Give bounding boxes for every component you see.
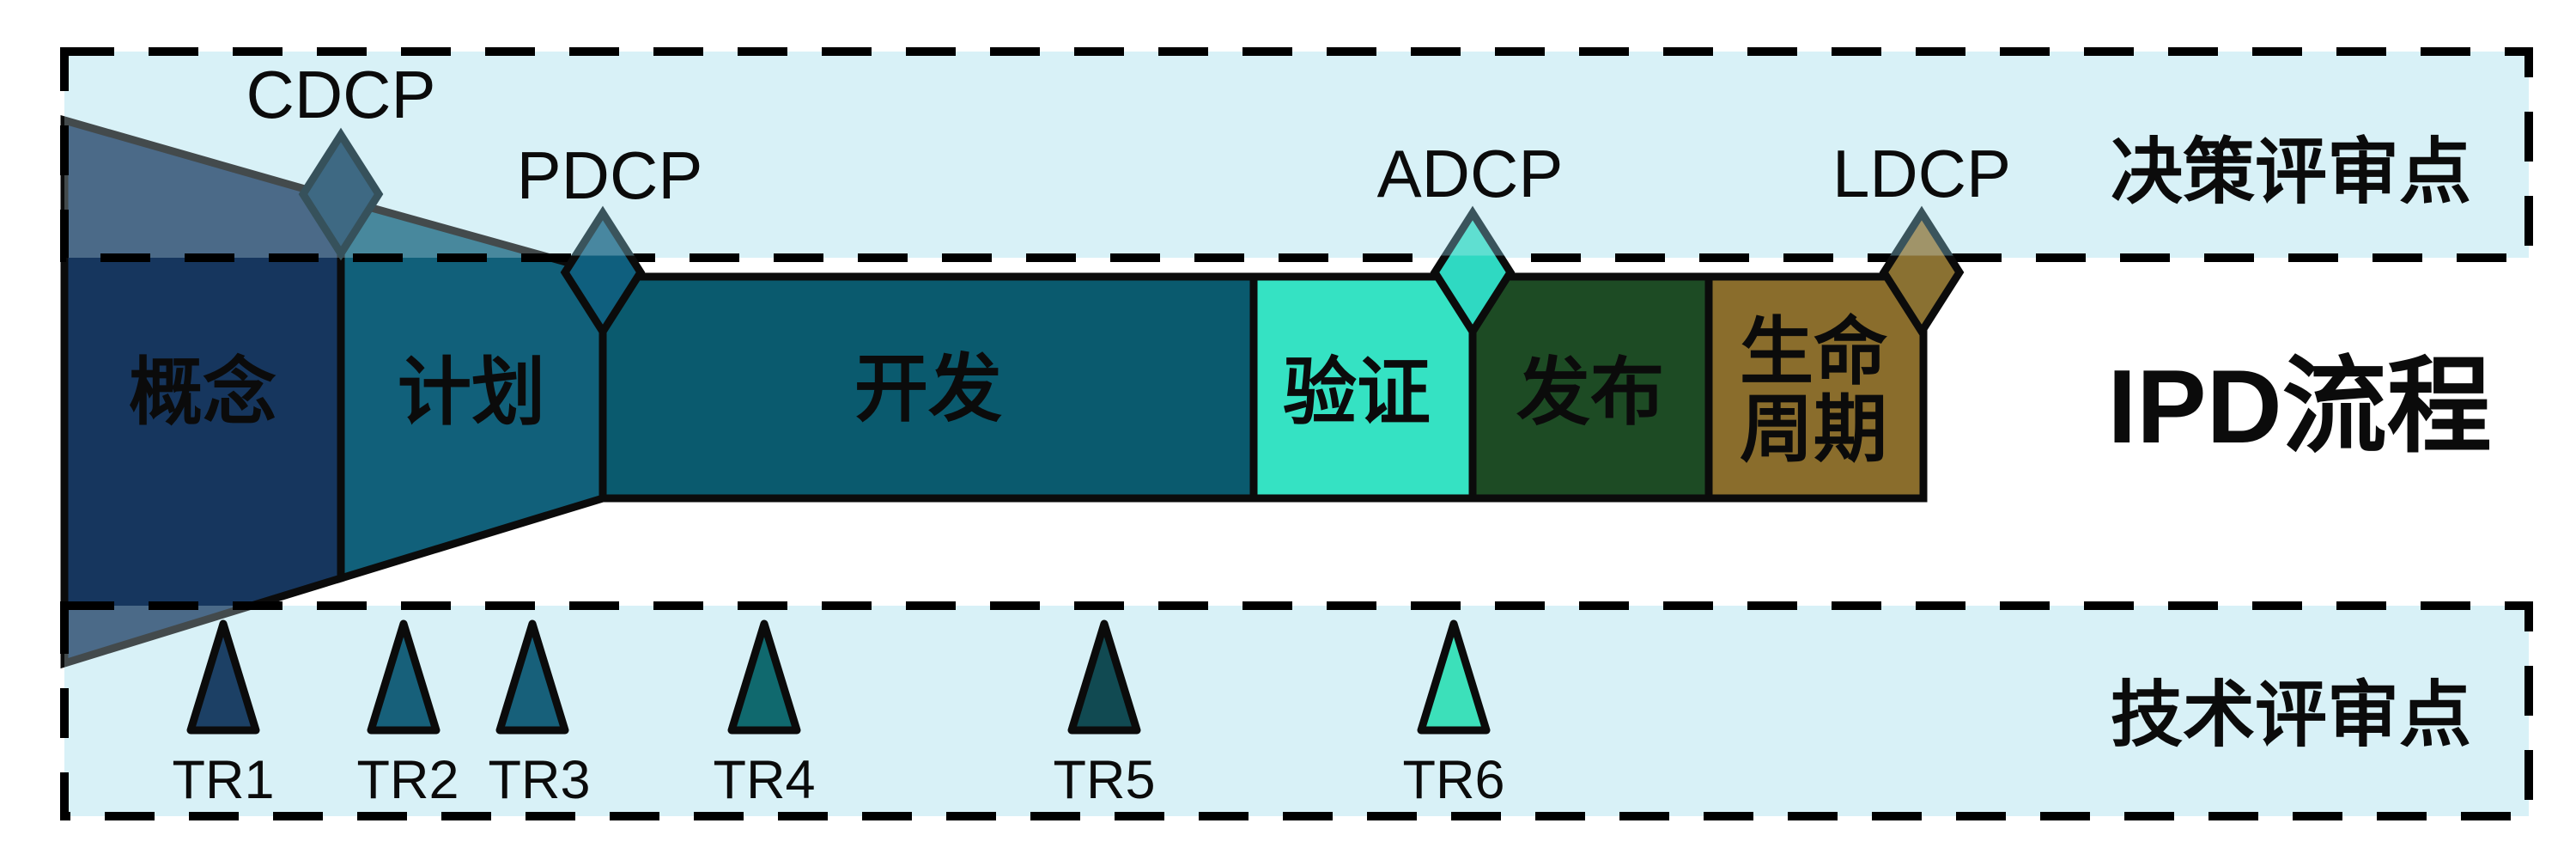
tr1-label: TR1 [172, 750, 274, 810]
technical-band [64, 606, 2529, 816]
stage-concept-label: 概念 [129, 351, 276, 434]
tr4-triangle [727, 619, 801, 735]
tr5-triangle [1067, 619, 1141, 735]
tr1-triangle [186, 619, 260, 735]
stage-lifecycle-label-line1: 生命 [1740, 311, 1887, 393]
stage-verify-label: 验证 [1283, 351, 1431, 434]
ldcp-diamond [1879, 205, 1965, 339]
decision-band-border [60, 47, 2533, 262]
tr5-label: TR5 [1053, 750, 1155, 810]
adcp-diamond [1430, 205, 1516, 339]
tr4-label: TR4 [713, 750, 815, 810]
pdcp-label: PDCP [517, 137, 703, 213]
decision-band-tint [64, 52, 2529, 258]
tr3-triangle [495, 619, 569, 735]
stage-verify [1249, 272, 1477, 503]
tr6-label: TR6 [1402, 750, 1504, 810]
cdcp-diamond [298, 127, 384, 261]
tr6-triangle [1417, 619, 1491, 735]
technical-band-tint [64, 606, 2529, 816]
ldcp-label: LDCP [1832, 136, 2011, 211]
tr3-label: TR3 [488, 750, 590, 810]
decision-band [64, 52, 2529, 258]
process-title: IPD流程 [2107, 348, 2491, 465]
stage-release-label: 发布 [1516, 351, 1664, 434]
stage-lifecycle [1704, 272, 1928, 503]
stage-develop [598, 272, 1258, 503]
decision-band-title: 决策评审点 [2111, 131, 2471, 212]
tr2-label: TR2 [356, 750, 459, 810]
technical-band-title: 技术评审点 [2111, 674, 2471, 755]
pdcp-diamond [560, 205, 646, 339]
stage-release [1468, 272, 1713, 503]
tr2-triangle [367, 619, 440, 735]
cdcp-label: CDCP [246, 57, 435, 132]
technical-band-border [60, 601, 2533, 820]
stage-lifecycle-label-line2: 周期 [1740, 388, 1887, 471]
stage-develop-label: 开发 [854, 348, 1002, 430]
adcp-label: ADCP [1377, 136, 1564, 211]
stage-plan-label: 计划 [398, 351, 545, 434]
